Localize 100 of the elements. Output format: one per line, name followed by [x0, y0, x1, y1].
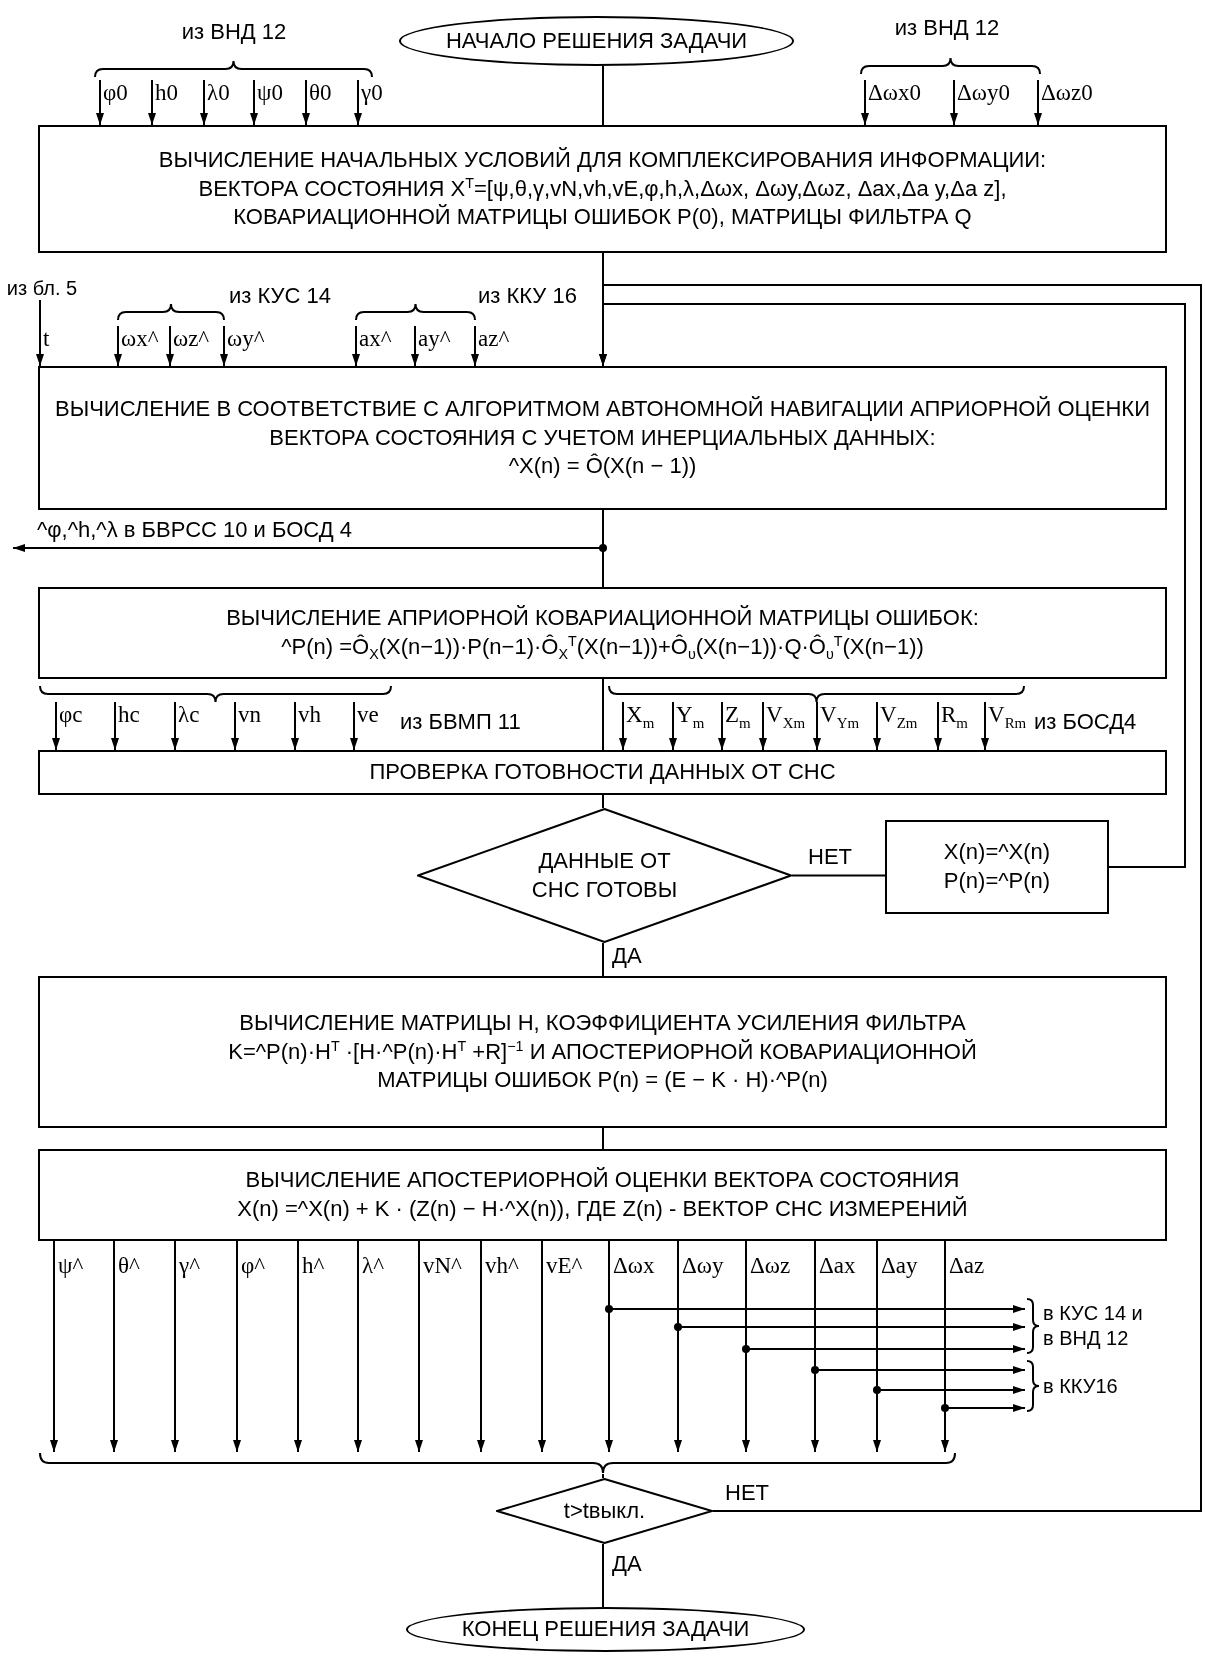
signal-label: Δaz	[949, 1253, 985, 1279]
signal-label: γ^	[179, 1253, 200, 1279]
edge-label: НЕТ	[725, 1481, 769, 1506]
signal-label: az^	[478, 326, 510, 352]
port-label: в КУС 14 и в ВНД 12	[1043, 1301, 1144, 1351]
arrow	[471, 325, 479, 367]
signal-label: h0	[155, 80, 178, 106]
connector-line	[602, 942, 604, 977]
signal-label: φ^	[241, 1253, 266, 1279]
signal-label: λ^	[362, 1253, 384, 1279]
box-text: ^X(n) = Ô(X(n − 1))	[508, 452, 697, 481]
arrow	[934, 701, 942, 751]
arrow	[415, 1240, 423, 1453]
port-label: из БВМП 11	[400, 710, 521, 735]
arrow	[200, 79, 208, 126]
signal-label: ωx^	[121, 326, 159, 352]
box-text: ВЫЧИСЛЕНИЕ АПРИОРНОЙ КОВАРИАЦИОННОЙ МАТРИЦЫ ОШИБОК:	[226, 604, 979, 633]
edge-label: ^φ,^h,^λ в БВРСС 10 и БОСД 4	[37, 518, 352, 543]
edge-label: НЕТ	[808, 845, 852, 870]
arrow	[669, 701, 677, 751]
arrow	[1034, 79, 1042, 126]
signal-label: λ0	[207, 80, 230, 106]
port-label: из ВНД 12	[181, 20, 287, 45]
signal-label: φc	[59, 702, 83, 728]
arrow	[233, 1240, 241, 1453]
process-box	[38, 366, 1167, 510]
arrow	[411, 325, 419, 367]
signal-label: Δωy0	[957, 80, 1010, 106]
connector-line	[791, 874, 886, 877]
box-text: КОНЕЦ РЕШЕНИЯ ЗАДАЧИ	[461, 1615, 750, 1644]
arrow	[718, 701, 726, 751]
signal-label: vh	[298, 702, 321, 728]
arrow	[813, 701, 821, 751]
arrow	[981, 701, 989, 751]
process-box	[38, 750, 1167, 795]
signal-label: θ^	[118, 1253, 140, 1279]
signal-label: V$_{Xm}$	[766, 702, 806, 728]
signal-label: t	[43, 326, 50, 352]
box-text: X(n) =^X(n) + K · (Z(n) − H·^X(n)), ГДЕ Z(n) - ВЕКТОР СНС ИЗМЕРЕНИЙ	[237, 1195, 968, 1223]
arrow	[171, 701, 179, 751]
signal-label: Δωz	[750, 1253, 791, 1279]
port-label: в ККУ16	[1043, 1373, 1118, 1399]
process-box	[885, 820, 1109, 914]
arrow	[876, 1240, 1026, 1394]
arrow	[111, 701, 119, 751]
box-text: КОВАРИАЦИОННОЙ МАТРИЦЫ ОШИБОК P(0), МАТРИЦЫ ФИЛЬТРА Q	[233, 203, 972, 232]
signal-label: λc	[178, 702, 200, 728]
box-text: ВЫЧИСЛЕНИЕ НАЧАЛЬНЫХ УСЛОВИЙ ДЛЯ КОМПЛЕКСИРОВАНИЯ ИНФОРМАЦИИ:	[158, 146, 1047, 175]
arrow	[861, 79, 869, 126]
arrow	[291, 701, 299, 751]
arrow	[619, 701, 627, 751]
arrow	[148, 79, 156, 126]
signal-label: R$_{m}$	[941, 702, 968, 728]
port-label: из КУС 14	[229, 284, 331, 309]
arrow	[477, 1240, 485, 1453]
signal-label: Δωx0	[868, 80, 921, 106]
arrow	[814, 1240, 1026, 1374]
connector-line	[602, 65, 604, 126]
arrow	[873, 701, 881, 751]
signal-label: Y$_{m}$	[676, 702, 705, 728]
port-label: из БОСД4	[1034, 710, 1137, 735]
edge-label: ДА	[612, 944, 642, 969]
box-text: K=^P(n)·H$^{T}$ ·[H·^P(n)·H$^{T}$ +R]$^{−1}$ И АПОСТЕРИОРНОЙ КОВАРИАЦИОННОЙ	[228, 1037, 977, 1066]
signal-label: vE^	[546, 1253, 583, 1279]
signal-label: ωz^	[173, 326, 210, 352]
arrow	[166, 325, 174, 367]
arrow	[220, 325, 228, 367]
signal-label: γ0	[361, 80, 383, 106]
box-text: ВЫЧИСЛЕНИЕ МАТРИЦЫ H, КОЭФФИЦИЕНТА УСИЛЕНИЯ ФИЛЬТРА	[239, 1009, 966, 1038]
arrow	[36, 299, 44, 367]
process-box	[38, 976, 1167, 1128]
signal-label: X$_{m}$	[626, 702, 655, 728]
box-text: ПРОВЕРКА ГОТОВНОСТИ ДАННЫХ ОТ СНС	[369, 758, 836, 787]
box-text: МАТРИЦЫ ОШИБОК P(n) = (E − K · H)·^P(n)	[377, 1066, 828, 1095]
arrow	[950, 79, 958, 126]
arrow	[250, 79, 258, 126]
arrow	[759, 701, 767, 751]
connector-line	[602, 1473, 604, 1479]
signal-label: ay^	[418, 326, 451, 352]
process-box	[38, 125, 1167, 253]
arrow	[354, 79, 362, 126]
process-box	[38, 587, 1167, 679]
arrow	[114, 325, 122, 367]
signal-label: h^	[302, 1253, 325, 1279]
box-text: P(n)=^P(n)	[943, 867, 1051, 895]
connector-line	[602, 1127, 604, 1150]
arrow	[350, 701, 358, 751]
signal-label: Δωy	[682, 1253, 724, 1279]
arrow	[538, 1240, 546, 1453]
connector-line	[602, 678, 604, 751]
box-text: ВЫЧИСЛЕНИЕ АПОСТЕРИОРНОЙ ОЦЕНКИ ВЕКТОРА СОСТОЯНИЯ	[245, 1166, 960, 1195]
box-text: ВЫЧИСЛЕНИЕ В СООТВЕТСТВИЕ С АЛГОРИТМОМ АВТОНОМНОЙ НАВИГАЦИИ АПРИОРНОЙ ОЦЕНКИ ВЕКТОРА СОСТОЯНИЯ С УЧЕТОМ ИНЕРЦИАЛЬНЫХ ДАННЫХ:	[54, 395, 1151, 452]
signal-label: φ0	[103, 80, 128, 106]
process-box	[38, 1149, 1167, 1241]
box-text: X(n)=^X(n)	[943, 838, 1051, 867]
decision-diamond	[496, 1478, 713, 1544]
box-text: t>tвыкл.	[563, 1496, 646, 1525]
signal-label: ve	[357, 702, 379, 728]
signal-label: Z$_{m}$	[725, 702, 751, 728]
signal-label: V$_{Ym}$	[820, 702, 860, 728]
